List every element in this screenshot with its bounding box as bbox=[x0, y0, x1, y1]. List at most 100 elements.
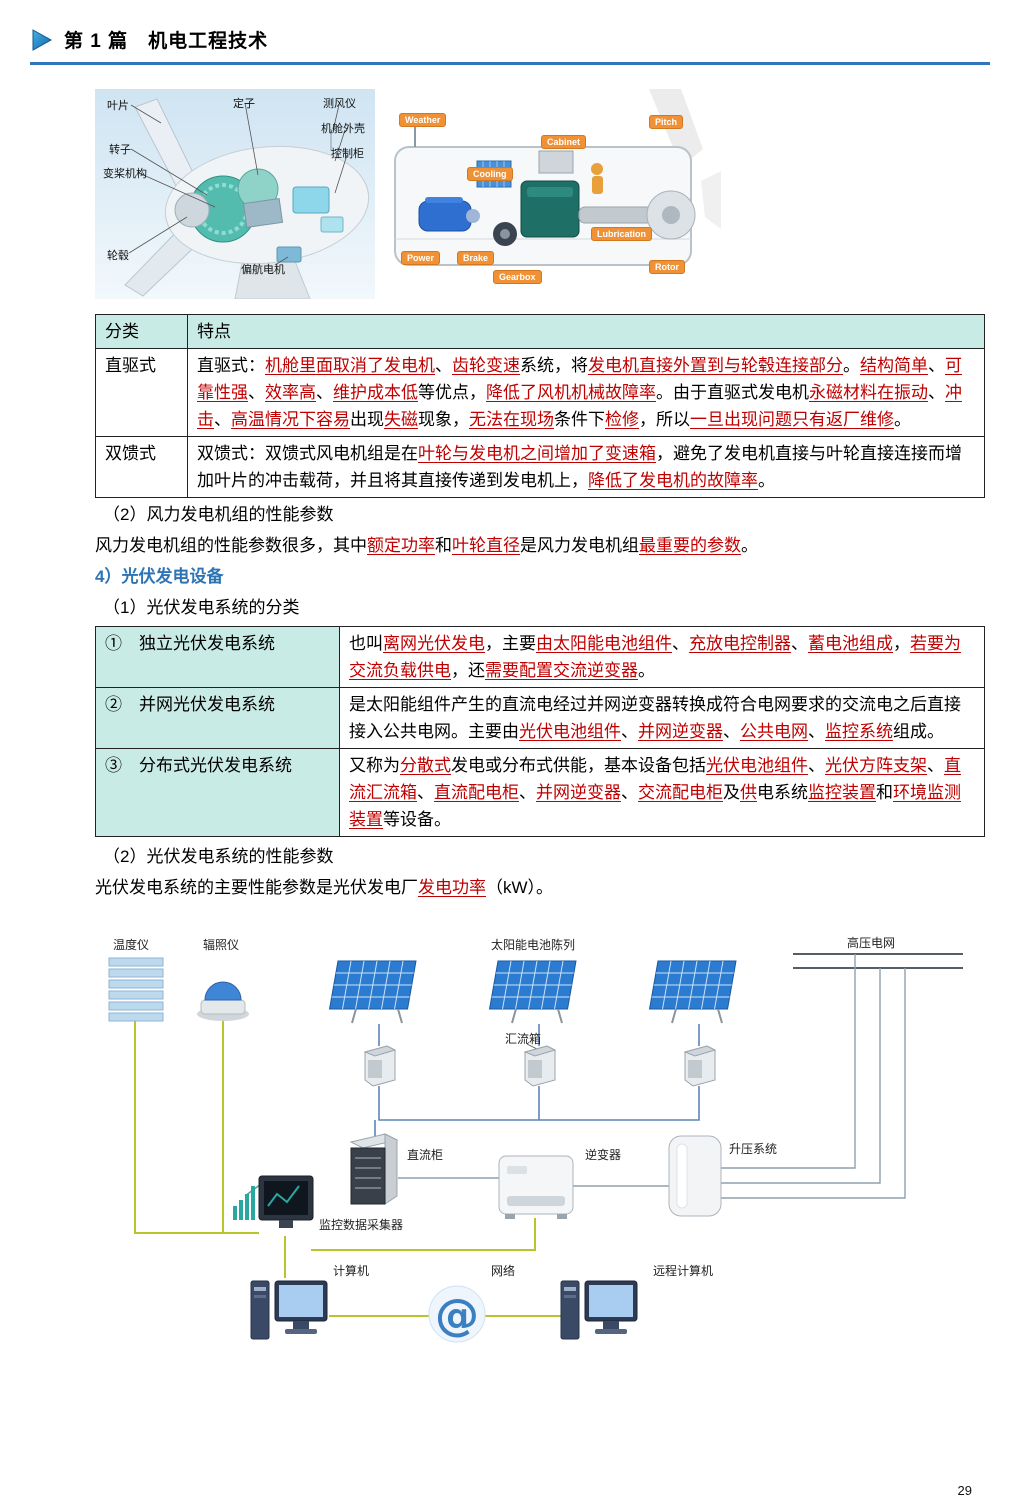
label-anemometer: 测风仪 bbox=[323, 98, 356, 110]
text-run: ，所以 bbox=[639, 410, 690, 429]
label-nacelle-shell: 机舱外壳 bbox=[321, 123, 365, 135]
text-run: 、 bbox=[621, 722, 638, 741]
wind-turbine-cutaway-illustration bbox=[95, 89, 375, 300]
text-run: 发电或分布式供能，基本设备包括 bbox=[451, 756, 706, 775]
text-run: 现象， bbox=[418, 410, 469, 429]
highlighted-term: 光伏方阵支架 bbox=[825, 756, 927, 775]
text-run: 组成。 bbox=[893, 722, 944, 741]
highlighted-term: 额定功率 bbox=[367, 536, 435, 555]
text-run: 。 bbox=[843, 356, 860, 375]
cell-type-distributed-pv: ③ 分布式光伏发电系统 bbox=[95, 748, 340, 837]
highlighted-term: 降低了发电机的故障率 bbox=[588, 471, 758, 490]
table-row-direct-drive: 直驱式 直驱式：机舱里面取消了发电机、齿轮变速系统，将发电机直接外置到与轮毂连接… bbox=[95, 348, 985, 437]
text-run: 等优点， bbox=[418, 383, 486, 402]
highlighted-term: 维护成本低 bbox=[333, 383, 418, 402]
highlighted-term: 环境监测装置 bbox=[349, 783, 961, 829]
label-inverter: 逆变器 bbox=[585, 1148, 622, 1162]
table-pv-system-types: ① 独立光伏发电系统 也叫离网光伏发电，主要由太阳能电池组件、充放电控制器、蓄电… bbox=[95, 626, 985, 837]
text-run: 和 bbox=[876, 783, 893, 802]
paragraph-pv-performance-title: （2）光伏发电系统的性能参数 bbox=[103, 847, 334, 866]
highlighted-term: 需要配置交流逆变器 bbox=[485, 661, 638, 680]
page-header-title: 第 1 篇 机电工程技术 bbox=[64, 31, 269, 52]
text-run: 、 bbox=[928, 383, 945, 402]
text-run: 风力发电机组的性能参数很多，其中 bbox=[95, 536, 367, 555]
label-blade: 叶片 bbox=[107, 100, 129, 112]
text-run: 、 bbox=[723, 722, 740, 741]
inverter-device bbox=[498, 1155, 574, 1219]
highlighted-term: 并网逆变器 bbox=[638, 722, 723, 741]
paragraph-wind-performance-body: 风力发电机组的性能参数很多，其中额定功率和叶轮直径是风力发电机组最重要的参数。 bbox=[95, 532, 985, 560]
label-brake: Brake bbox=[457, 251, 495, 265]
text-run: 、 bbox=[417, 783, 434, 802]
text-run: （kW）。 bbox=[486, 878, 554, 897]
label-dc-cabinet: 直流柜 bbox=[407, 1148, 444, 1162]
text-run: 。 bbox=[638, 661, 655, 680]
page-content: 叶片 定子 测风仪机舱外壳控制柜 转子变桨机构轮毂偏航电机 bbox=[95, 89, 985, 1368]
dc-cabinet-device bbox=[349, 1133, 399, 1205]
text-run: 电系统 bbox=[757, 783, 808, 802]
cell-type-standalone-pv: ① 独立光伏发电系统 bbox=[95, 626, 340, 688]
label-computer: 计算机 bbox=[333, 1264, 370, 1278]
cell-desc-distributed-pv: 又称为分散式发电或分布式供能，基本设备包括光伏电池组件、光伏方阵支架、直流汇流箱… bbox=[339, 748, 985, 837]
cell-desc-grid-connected-pv: 是太阳能组件产生的直流电经过并网逆变器转换成符合电网要求的交流电之后直接接入公共… bbox=[339, 687, 985, 749]
label-monitor-collector: 监控数据采集器 bbox=[319, 1218, 404, 1232]
label-solar-array: 太阳能电池陈列 bbox=[491, 938, 576, 952]
text-run: 又称为 bbox=[349, 756, 400, 775]
text-run: 光伏发电系统的主要性能参数是光伏发电厂 bbox=[95, 878, 418, 897]
highlighted-term: 检修 bbox=[605, 410, 639, 429]
label-stator: 定子 bbox=[233, 98, 255, 110]
figure-row: 叶片 定子 测风仪机舱外壳控制柜 转子变桨机构轮毂偏航电机 bbox=[95, 89, 985, 304]
table-row-doubly-fed: 双馈式 双馈式：双馈式风电机组是在叶轮与发电机之间增加了变速箱，避免了发电机直接… bbox=[95, 436, 985, 498]
highlighted-term: 降低了风机机械故障率 bbox=[486, 383, 656, 402]
figure-pv-system-diagram: @ 温度仪辐照仪太阳能电池陈列高压电网汇流箱直流柜逆变器升压系统监控数据采集器计… bbox=[95, 928, 985, 1368]
highlighted-term: 交流配电柜 bbox=[638, 783, 723, 802]
highlighted-term: 供 bbox=[740, 783, 757, 802]
text-run: 、 bbox=[621, 783, 638, 802]
label-power: Power bbox=[401, 251, 441, 265]
highlighted-term: 永磁材料在振动 bbox=[809, 383, 928, 402]
highlighted-term: 并网逆变器 bbox=[536, 783, 621, 802]
text-run: ，还 bbox=[451, 661, 485, 680]
pv-system-schematic: @ bbox=[95, 928, 985, 1368]
heading-pv-equipment: 4）光伏发电设备 bbox=[95, 567, 224, 586]
highlighted-term: 直流汇流箱 bbox=[349, 756, 961, 802]
col-header-feature: 特点 bbox=[187, 314, 985, 349]
text-run: 、 bbox=[248, 383, 265, 402]
text-run: 。 bbox=[894, 410, 911, 429]
highlighted-term: 分散式 bbox=[400, 756, 451, 775]
text-run: 、 bbox=[214, 410, 231, 429]
highlighted-term: 无法在现场 bbox=[469, 410, 554, 429]
text-run: 。由于直驱式发电机 bbox=[656, 383, 809, 402]
page-header: 第 1 篇 机电工程技术 bbox=[30, 26, 990, 65]
label-hub: 轮毂 bbox=[107, 250, 129, 262]
text-run: 系统，将 bbox=[520, 356, 588, 375]
label-rotor: 转子 bbox=[109, 144, 131, 156]
highlighted-term: 叶轮与发电机之间增加了变速箱 bbox=[418, 444, 656, 463]
highlighted-term: 可靠性强 bbox=[197, 356, 962, 402]
highlighted-term: 冲击 bbox=[197, 383, 962, 429]
text-run: 是风力发电机组 bbox=[520, 536, 639, 555]
text-run: ， bbox=[893, 634, 910, 653]
label-gearbox: Gearbox bbox=[493, 270, 542, 284]
label-rotor-en: Rotor bbox=[649, 260, 685, 274]
label-yaw-motor: 偏航电机 bbox=[241, 264, 285, 276]
text-run: 出现 bbox=[350, 410, 384, 429]
network-at-icon: @ bbox=[435, 1290, 479, 1341]
label-lubrication: Lubrication bbox=[591, 227, 652, 241]
highlighted-term: 公共电网 bbox=[740, 722, 808, 741]
text-run: 、 bbox=[808, 756, 825, 775]
label-boost-system: 升压系统 bbox=[729, 1142, 778, 1156]
table-header-row: 分类 特点 bbox=[95, 314, 985, 349]
label-temperature-meter: 温度仪 bbox=[113, 938, 150, 952]
paragraph-wind-performance-title: （2）风力发电机组的性能参数 bbox=[103, 505, 334, 524]
highlighted-term: 光伏电池组件 bbox=[706, 756, 808, 775]
highlighted-term: 发电功率 bbox=[418, 878, 486, 897]
highlighted-term: 机舱里面取消了发电机 bbox=[265, 356, 435, 375]
text-run: 也叫 bbox=[349, 634, 383, 653]
label-pitch-mechanism: 变桨机构 bbox=[103, 168, 147, 180]
text-run: 及 bbox=[723, 783, 740, 802]
text-run: 直驱式： bbox=[197, 356, 265, 375]
label-control-cabinet: 控制柜 bbox=[331, 148, 364, 160]
